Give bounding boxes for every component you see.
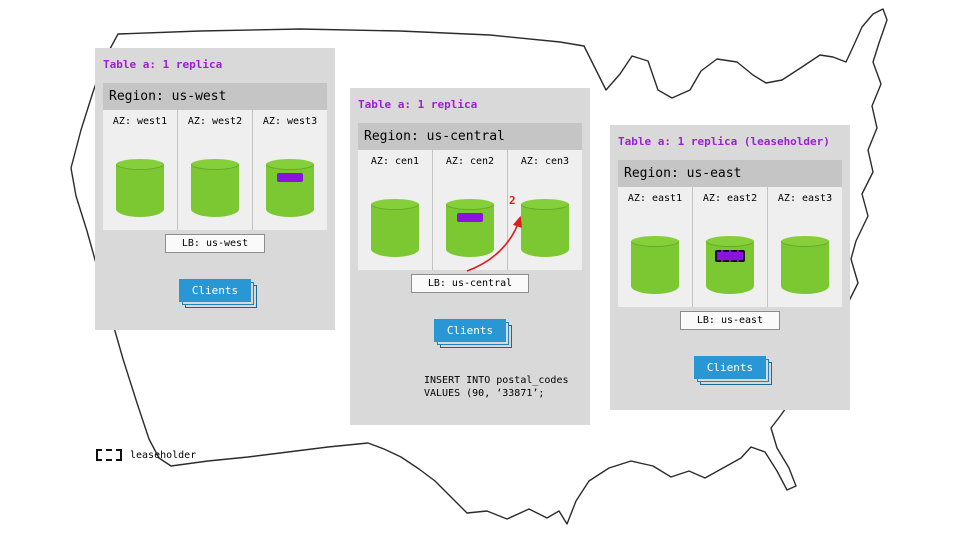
az-east1: AZ: east1 xyxy=(618,187,693,307)
az-cen3: AZ: cen3 xyxy=(508,150,582,270)
region-header: Region: us-central xyxy=(358,123,582,150)
replica-range-chip xyxy=(457,213,483,222)
az-label: AZ: cen1 xyxy=(370,156,420,167)
az-label: AZ: west2 xyxy=(187,116,243,127)
cylinder-body xyxy=(706,241,754,294)
az-label: AZ: cen3 xyxy=(520,156,570,167)
cylinder-top xyxy=(706,236,754,247)
clients-button: Clients xyxy=(178,279,252,302)
cylinder-body xyxy=(266,164,314,217)
leaseholder-swatch-icon xyxy=(96,449,122,461)
table-replica-label: Table a: 1 replica (leaseholder) xyxy=(618,135,830,148)
database-cylinder xyxy=(631,236,679,294)
cylinder-body xyxy=(371,204,419,257)
database-cylinder xyxy=(191,159,239,217)
az-label: AZ: cen2 xyxy=(445,156,495,167)
region-panel-us-central: Table a: 1 replica Region: us-central AZ… xyxy=(350,88,590,425)
cylinder-body xyxy=(446,204,494,257)
cylinder-top xyxy=(781,236,829,247)
table-replica-label: Table a: 1 replica xyxy=(103,58,223,71)
az-cen2: AZ: cen2 xyxy=(433,150,508,270)
legend: leaseholder xyxy=(96,449,196,461)
database-cylinder xyxy=(116,159,164,217)
legend-label: leaseholder xyxy=(130,449,197,461)
database-cylinder xyxy=(446,199,494,257)
cylinder-top xyxy=(446,199,494,210)
clients-button: Clients xyxy=(433,319,507,342)
cylinder-top xyxy=(371,199,419,210)
sql-line-1: INSERT INTO postal_codes xyxy=(424,375,569,386)
az-label: AZ: west1 xyxy=(112,116,168,127)
database-cylinder xyxy=(706,236,754,294)
database-cylinder xyxy=(371,199,419,257)
az-grid: AZ: east1 AZ: east2 AZ: east3 xyxy=(618,187,842,307)
az-label: AZ: west3 xyxy=(262,116,318,127)
cylinder-top xyxy=(266,159,314,170)
cylinder-body xyxy=(116,164,164,217)
az-east2: AZ: east2 xyxy=(693,187,768,307)
cylinder-top xyxy=(116,159,164,170)
az-east3: AZ: east3 xyxy=(768,187,842,307)
cylinder-body xyxy=(521,204,569,257)
region-panel-us-west: Table a: 1 replica Region: us-west AZ: w… xyxy=(95,48,335,330)
az-west2: AZ: west2 xyxy=(178,110,253,230)
az-grid: AZ: west1 AZ: west2 AZ: west3 xyxy=(103,110,327,230)
load-balancer-box: LB: us-east xyxy=(679,311,781,330)
cylinder-body xyxy=(191,164,239,217)
database-cylinder xyxy=(521,199,569,257)
az-west3: AZ: west3 xyxy=(253,110,327,230)
replica-range-chip xyxy=(277,173,303,182)
region-panel-us-east: Table a: 1 replica (leaseholder) Region:… xyxy=(610,125,850,410)
cylinder-top xyxy=(191,159,239,170)
load-balancer-box: LB: us-west xyxy=(164,234,266,253)
az-west1: AZ: west1 xyxy=(103,110,178,230)
database-cylinder xyxy=(266,159,314,217)
az-cen1: AZ: cen1 xyxy=(358,150,433,270)
leaseholder-range-chip xyxy=(715,250,745,262)
clients-button: Clients xyxy=(693,356,767,379)
database-cylinder xyxy=(781,236,829,294)
az-label: AZ: east2 xyxy=(702,193,758,204)
cylinder-top xyxy=(631,236,679,247)
az-label: AZ: east1 xyxy=(627,193,683,204)
sql-line-2: VALUES (90, ‘33871’; xyxy=(424,388,545,399)
cylinder-body xyxy=(781,241,829,294)
cylinder-body xyxy=(631,241,679,294)
az-grid: AZ: cen1 AZ: cen2 AZ: cen3 xyxy=(358,150,582,270)
az-label: AZ: east3 xyxy=(777,193,833,204)
cylinder-top xyxy=(521,199,569,210)
table-replica-label: Table a: 1 replica xyxy=(358,98,478,111)
region-header: Region: us-west xyxy=(103,83,327,110)
sql-statement: INSERT INTO postal_codes VALUES (90, ‘33… xyxy=(424,374,590,400)
load-balancer-box: LB: us-central xyxy=(410,274,530,293)
region-header: Region: us-east xyxy=(618,160,842,187)
